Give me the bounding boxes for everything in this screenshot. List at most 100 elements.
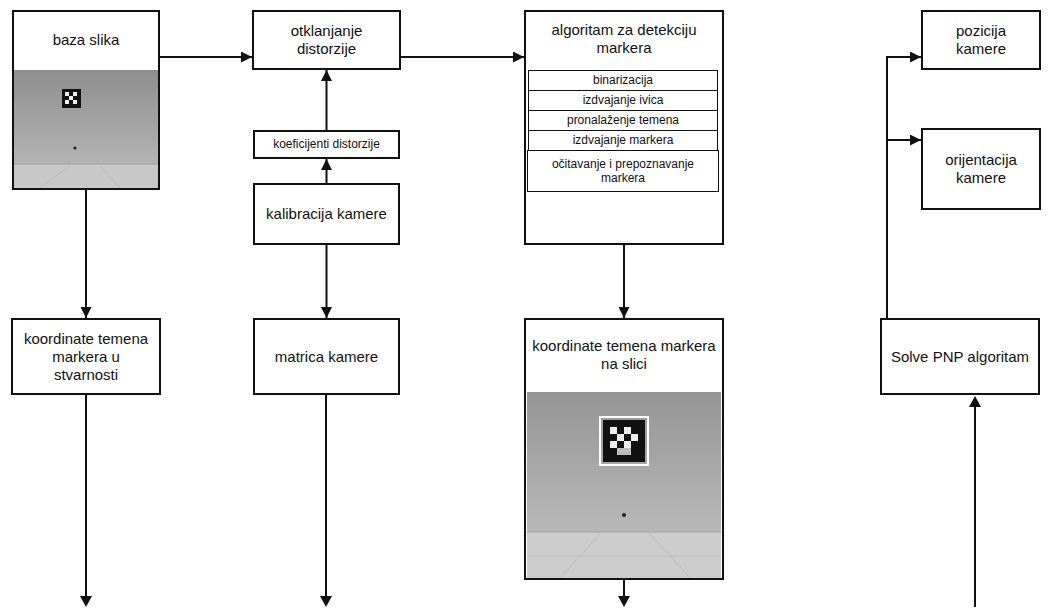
algorithm-box: algoritam za detekciju markera binarizaci… [524,10,724,245]
photo-dot [73,146,76,149]
flow-arrow [326,245,328,318]
flow-arrow [160,56,252,58]
label-text-group: algoritam za detekciju markera [532,21,716,57]
photo-floor [527,532,721,578]
process-box: koordinate temena markera u stvarnosti [11,318,161,395]
process-box: otklanjanje distorzije [252,10,401,70]
label-area: očitavanje i prepoznavanje markera [528,151,718,191]
marker-cell [73,100,77,104]
process-box: pozicija kamere [921,10,1041,70]
label-area: matrica kamere [255,320,398,393]
marker-cell [69,96,73,100]
process-box: orijentacija kamere [921,128,1041,210]
process-box: matrica kamere [253,318,400,395]
node-label: otklanjanje distorzije [260,22,393,58]
marker-cell [610,441,617,448]
marker-cell [631,434,638,441]
label-text-group: izdvajanje markera [573,133,674,147]
arrow-head [320,596,332,607]
photo-database [14,70,158,188]
photo-detected-marker [527,392,721,578]
flow-arrow [326,70,328,130]
marker-cell [65,92,69,96]
label-text-group: matrica kamere [275,348,378,366]
marker-cell [73,92,77,96]
label-text-group: otklanjanje distorzije [260,22,393,58]
label-area: izdvajanje markera [529,131,717,150]
step-row: izdvajanje markera [528,130,718,151]
node-label: koordinate temena markera u stvarnosti [19,330,153,384]
label-text-group: binarizacija [593,73,653,87]
node-label: koordinate temena markera na slici [532,337,716,373]
marker-cell [624,441,631,448]
node-label: baza slika [53,31,120,49]
image-result-box: koordinate temena markera na slici [524,318,724,580]
label-area: koeficijenti distorzije [255,132,398,157]
label-text-group: koordinate temena markera na slici [532,337,716,373]
label-text-group: pronalaženje temena [567,113,679,127]
offpage-line [623,580,625,598]
flow-arrow [85,190,87,318]
photo-dot [622,513,626,517]
aruco-marker [62,89,81,108]
label-text-group: izdvajanje ivica [583,93,664,107]
offpage-line [325,395,327,598]
marker-cell [65,100,69,104]
floor-tile-line [100,166,120,188]
label-text-group: očitavanje i prepoznavanje markera [532,157,714,186]
arrow-head [80,596,92,607]
label-area: binarizacija [529,71,717,90]
node-label: očitavanje i prepoznavanje markera [532,157,714,186]
step-row: binarizacija [528,70,718,91]
arrow-head [969,396,981,407]
flow-arrow [887,140,921,318]
floor-edge [527,532,721,533]
label-area: Solve PNP algoritam [882,320,1038,393]
label-text-group: Solve PNP algoritam [891,348,1029,366]
label-text-group: orijentacija kamere [929,151,1033,187]
marker-cell [617,448,631,455]
aruco-marker [603,420,645,462]
coefficient-box: koeficijenti distorzije [253,130,400,159]
node-label: pozicija kamere [929,22,1033,58]
node-label: matrica kamere [275,348,378,366]
photo-wall [14,70,158,188]
node-label: orijentacija kamere [929,151,1033,187]
marker-cell [617,434,624,441]
flow-arrow [887,57,921,318]
label-text-group: pozicija kamere [929,22,1033,58]
node-label: izdvajanje markera [573,133,674,147]
process-box: kalibracija kamere [253,183,400,245]
node-label: algoritam za detekciju markera [532,21,716,57]
process-box: Solve PNP algoritam [880,318,1040,395]
node-label: koeficijenti distorzije [273,137,380,151]
label-area: pozicija kamere [923,12,1039,68]
flow-arrow [326,159,328,183]
flow-arrow [623,245,625,318]
node-label: binarizacija [593,73,653,87]
floor-tile-line [40,166,70,188]
flow-arrow [401,56,524,58]
label-area: koordinate temena markera u stvarnosti [13,320,159,393]
offpage-line [974,404,976,607]
marker-cell [610,427,617,434]
label-area: koordinate temena markera na slici [526,320,722,390]
arrow-head [618,596,630,607]
step-row: očitavanje i prepoznavanje markera [527,150,719,192]
label-text-group: koordinate temena markera u stvarnosti [19,330,153,384]
node-label: pronalaženje temena [567,113,679,127]
label-text-group: kalibracija kamere [266,205,387,223]
label-area: baza slika [14,12,158,68]
node-label: kalibracija kamere [266,205,387,223]
label-area: izdvajanje ivica [529,91,717,110]
label-text-group: baza slika [53,31,120,49]
label-area: pronalaženje temena [529,111,717,130]
offpage-arrows [80,395,981,607]
node-label: izdvajanje ivica [583,93,664,107]
node-label: Solve PNP algoritam [891,348,1029,366]
label-area: orijentacija kamere [923,130,1039,208]
label-area: kalibracija kamere [255,185,398,243]
offpage-line [85,395,87,598]
